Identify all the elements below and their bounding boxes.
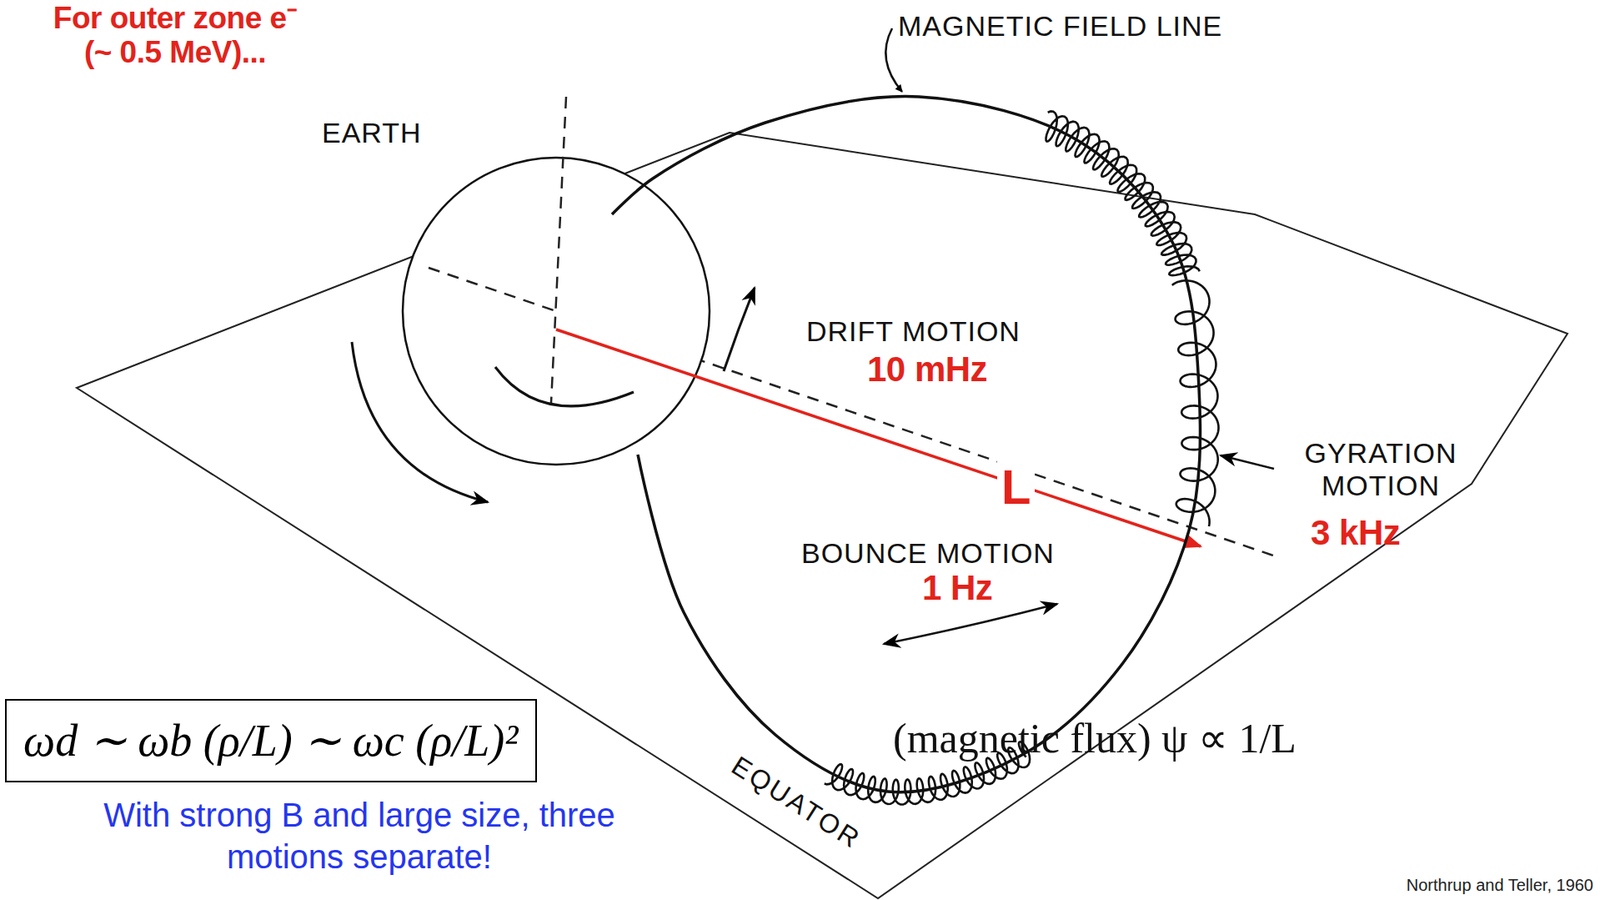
annotation-label: 3 kHz <box>1310 513 1400 552</box>
annotation-label: 1 Hz <box>922 568 993 607</box>
annotation-label: DRIFT MOTION <box>806 315 1021 348</box>
equatorial-plane <box>76 132 1568 898</box>
bounce-arrow <box>883 603 1058 644</box>
annotation-label: EARTH <box>321 116 422 150</box>
gyration-leader <box>1220 455 1274 469</box>
formula-box: ωd ∼ ωb (ρ/L) ∼ ωc (ρ/L)² <box>5 698 537 783</box>
annotation-label: L <box>997 460 1035 514</box>
formula-text: ωd ∼ ωb (ρ/L) ∼ ωc (ρ/L)² <box>23 713 518 767</box>
field-line-group <box>611 96 1219 805</box>
citation: Northrup and Teller, 1960 <box>1406 875 1594 895</box>
equator-axis-front <box>428 267 557 311</box>
annotation-label: MAGNETIC FIELD LINE <box>897 10 1223 43</box>
gyration-helix <box>1046 110 1200 276</box>
gyration-helix <box>1172 280 1219 527</box>
annotation-label: With strong B and large size, three moti… <box>84 793 635 878</box>
spin-axis <box>551 96 567 403</box>
annotation-label: 10 mHz <box>867 350 988 389</box>
annotation-label: GYRATION MOTION <box>1280 436 1481 502</box>
annotation-label: For outer zone e⁻ (~ 0.5 MeV)... <box>41 1 309 70</box>
earth-circle <box>402 157 710 465</box>
drift-arrow-up <box>723 287 755 372</box>
plane-label: EQUATOR <box>726 749 867 855</box>
field-line <box>611 96 1201 793</box>
drift-arrow <box>351 341 488 502</box>
annotation-label: (magnetic flux) ψ ∝ 1/L <box>892 713 1297 763</box>
drift-arc <box>495 366 634 407</box>
annotation-label: BOUNCE MOTION <box>801 536 1055 570</box>
